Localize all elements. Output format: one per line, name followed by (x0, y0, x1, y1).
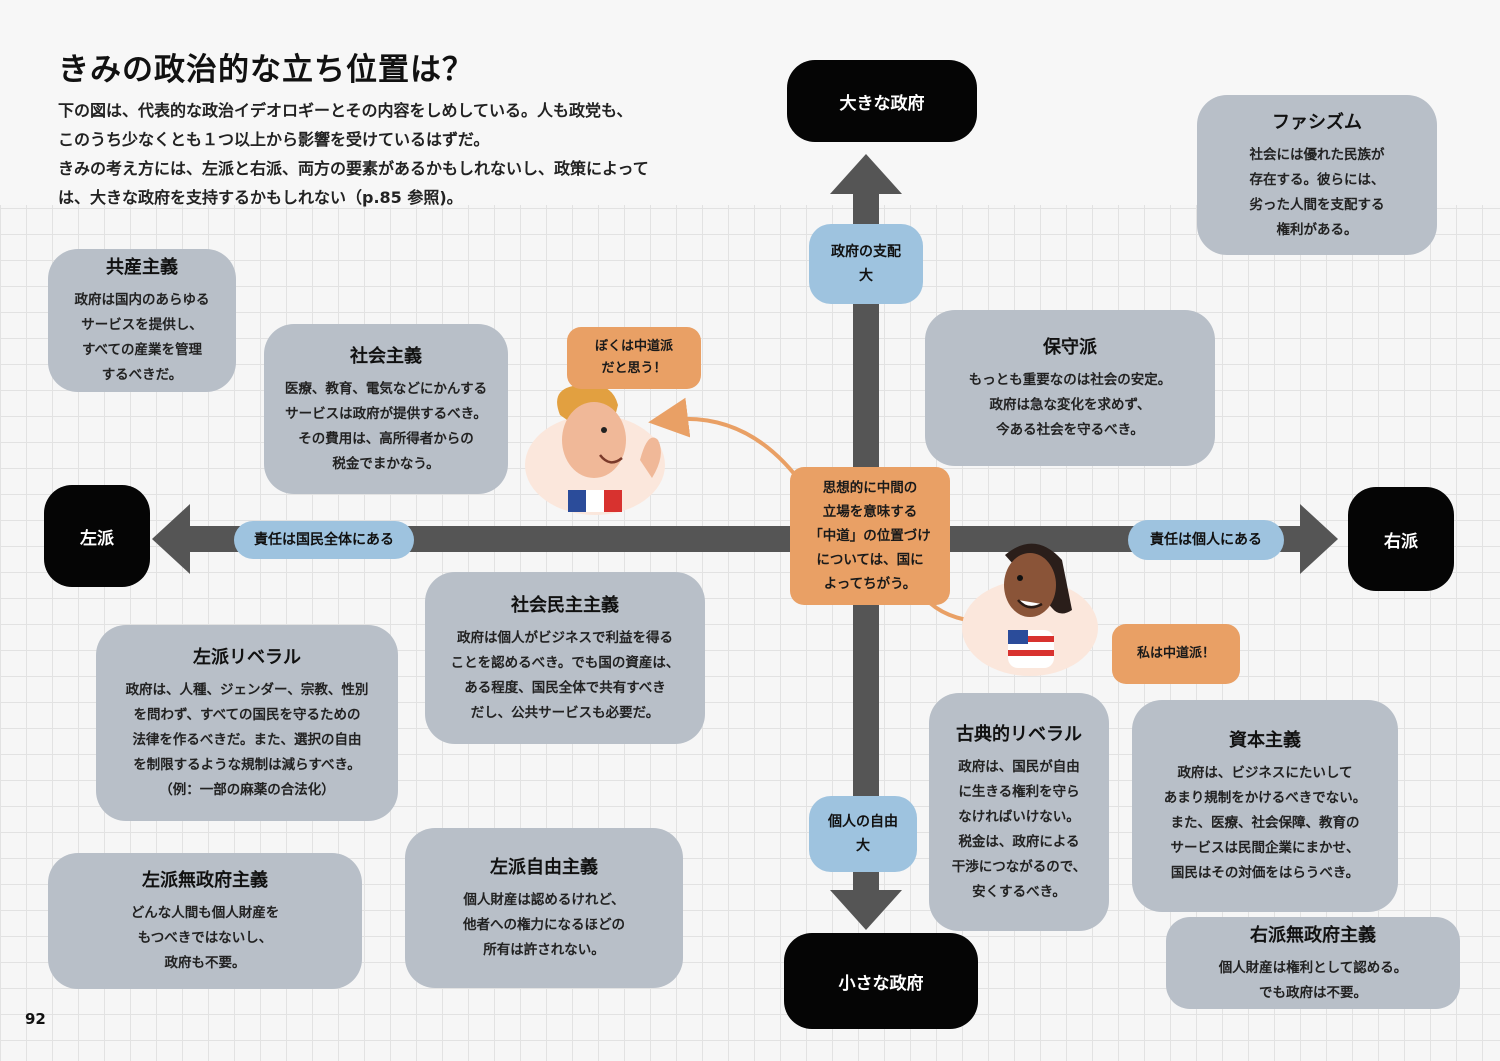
left-wing-label: 左派 (44, 485, 150, 587)
individual-responsibility-pill: 責任は個人にある (1128, 520, 1284, 560)
ideology-left-anarchism: 左派無政府主義 どんな人間も個人財産を もつべきではないし、 政府も不要。 (48, 853, 362, 989)
top-arrowhead (830, 154, 902, 194)
ideology-left-liberal: 左派リベラル 政府は、人種、ジェンダー、宗教、性別 を問わず、すべての国民を守る… (96, 625, 398, 821)
pill-line: 個人の自由 (828, 814, 898, 830)
ideology-description: 個人財産は権利として認める。 でも政府は不要。 (1218, 959, 1408, 1001)
man-speech-bubble: ぼくは中道派 だと思う！ (567, 327, 701, 389)
collective-responsibility-pill: 責任は国民全体にある (234, 521, 414, 559)
ideology-title: ファシズム (1272, 111, 1362, 133)
ideology-title: 共産主義 (106, 257, 178, 278)
ideology-description: もっとも重要なのは社会の安定。 政府は急な変化を求めず、 今ある社会を守るべき。 (968, 372, 1172, 438)
ideology-communism: 共産主義 政府は国内のあらゆる サービスを提供し、 すべての産業を管理 するべき… (48, 249, 236, 392)
man-illustration (525, 384, 665, 515)
intro-text: 下の図は、代表的な政治イデオロギーとその内容をしめしている。人も政党も、 このう… (58, 96, 718, 212)
intro-line: このうち少なくとも１つ以上から影響を受けているはずだ。 (58, 130, 490, 149)
centrism-note: 思想的に中間の 立場を意味する 「中道」の位置づけ については、国に よってちが… (790, 467, 950, 605)
ideology-classical-liberal: 古典的リベラル 政府は、国民が自由 に生きる権利を守ら なければいけない。 税金… (929, 693, 1109, 931)
right-arrowhead (1300, 504, 1338, 574)
ideology-title: 左派自由主義 (490, 857, 598, 878)
ideology-description: どんな人間も個人財産を もつべきではないし、 政府も不要。 (130, 905, 280, 971)
connector-arrow (648, 397, 807, 490)
ideology-title: 社会民主主義 (511, 594, 619, 616)
ideology-title: 右派無政府主義 (1250, 924, 1376, 946)
pill-line: 政府の支配 (831, 244, 901, 260)
ideology-description: 政府は、人種、ジェンダー、宗教、性別 を問わず、すべての国民を守るための 法律を… (125, 682, 369, 798)
ideology-title: 左派リベラル (193, 647, 301, 668)
ideology-title: 古典的リベラル (956, 723, 1082, 745)
ideology-description: 個人財産は認めるけれど、 他者への権力になるほどの 所有は許されない。 (463, 892, 625, 958)
ideology-description: 政府は国内のあらゆる サービスを提供し、 すべての産業を管理 するべきだ。 (74, 292, 210, 383)
intro-line: きみの考え方には、左派と右派、両方の要素があるかもしれないし、政策によって (58, 159, 649, 178)
ideology-right-anarchism: 右派無政府主義 個人財産は権利として認める。 でも政府は不要。 (1166, 917, 1460, 1009)
ideology-conservatism: 保守派 もっとも重要なのは社会の安定。 政府は急な変化を求めず、 今ある社会を守… (925, 310, 1215, 466)
government-control-pill: 政府の支配 大 (809, 224, 923, 304)
bottom-arrowhead (830, 890, 902, 930)
page-title: きみの政治的な立ち位置は？ (58, 52, 474, 88)
ideology-title: 左派無政府主義 (142, 870, 268, 891)
left-arrowhead (152, 504, 190, 574)
ideology-fascism: ファシズム 社会には優れた民族が 存在する。彼らには、 劣った人間を支配する 権… (1197, 95, 1437, 255)
woman-speech-bubble: 私は中道派！ (1112, 624, 1240, 684)
big-government-label: 大きな政府 (787, 60, 977, 142)
ideology-description: 政府は、国民が自由 に生きる権利を守ら なければいけない。 税金は、政府による … (951, 758, 1087, 900)
intro-line: 下の図は、代表的な政治イデオロギーとその内容をしめしている。人も政党も、 (58, 101, 633, 120)
individual-freedom-pill: 個人の自由 大 (809, 796, 917, 872)
ideology-description: 医療、教育、電気などにかんする サービスは政府が提供するべき。 その費用は、高所… (284, 380, 488, 472)
ideology-title: 資本主義 (1229, 730, 1301, 751)
ideology-title: 保守派 (1043, 337, 1097, 358)
pill-line: 大 (859, 268, 873, 284)
ideology-capitalism: 資本主義 政府は、ビジネスにたいして あまり規制をかけるべきでない。 また、医療… (1132, 700, 1398, 912)
small-government-label: 小さな政府 (784, 933, 978, 1029)
woman-illustration (962, 543, 1098, 676)
pill-line: 大 (856, 838, 870, 854)
ideology-social-democracy: 社会民主主義 政府は個人がビジネスで利益を得る ことを認めるべき。でも国の資産は… (425, 572, 705, 744)
ideology-left-libertarianism: 左派自由主義 個人財産は認めるけれど、 他者への権力になるほどの 所有は許されな… (405, 828, 683, 988)
page-number: 92 (25, 1010, 46, 1028)
ideology-socialism: 社会主義 医療、教育、電気などにかんする サービスは政府が提供するべき。 その費… (264, 324, 508, 494)
ideology-title: 社会主義 (350, 345, 422, 367)
intro-line: は、大きな政府を支持するかもしれない（p.85 参照)。 (58, 188, 463, 207)
ideology-description: 社会には優れた民族が 存在する。彼らには、 劣った人間を支配する 権利がある。 (1249, 146, 1385, 238)
ideology-description: 政府は、ビジネスにたいして あまり規制をかけるべきでない。 また、医療、社会保障… (1163, 765, 1367, 881)
right-wing-label: 右派 (1348, 487, 1454, 591)
ideology-description: 政府は個人がビジネスで利益を得る ことを認めるべき。でも国の資産は、 ある程度、… (450, 629, 680, 721)
